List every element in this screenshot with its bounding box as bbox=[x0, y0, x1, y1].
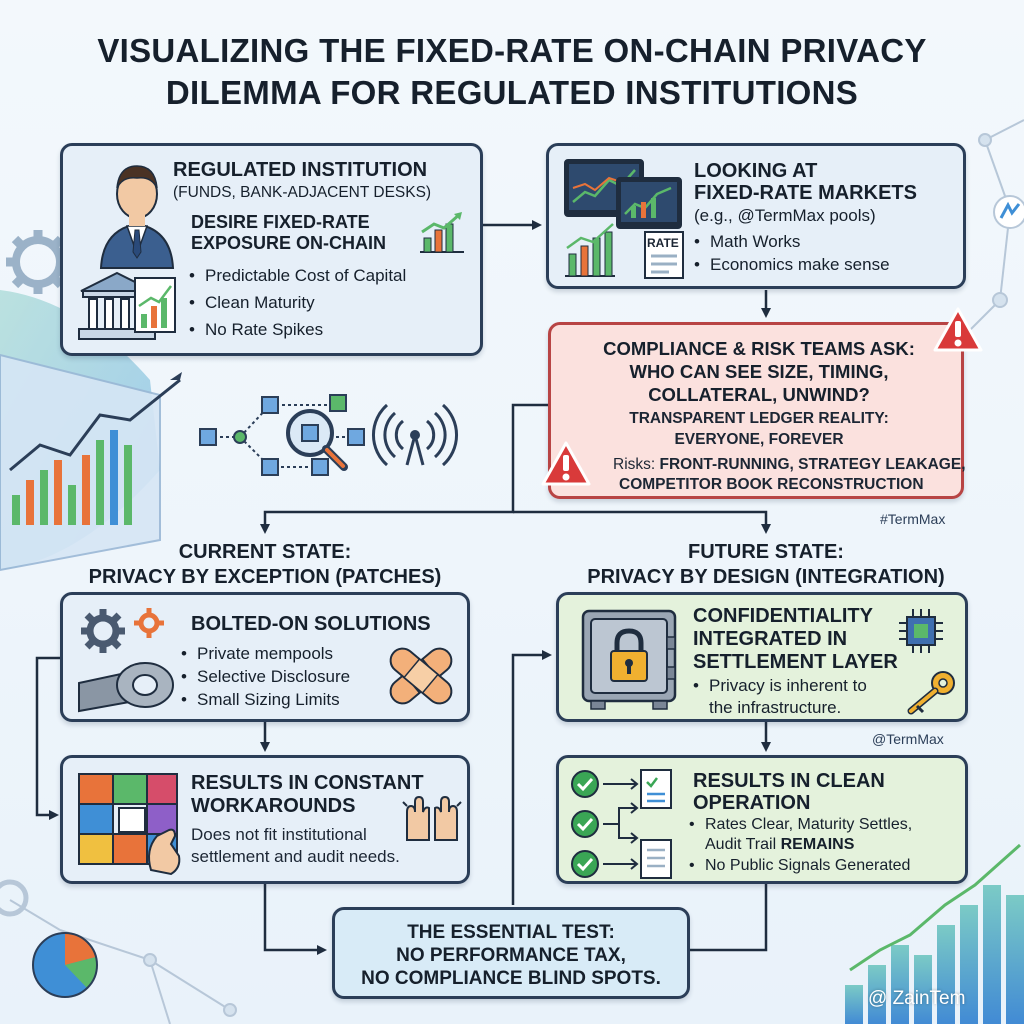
bolted-on-box: BOLTED-ON SOLUTIONS •Private mempools •S… bbox=[60, 592, 470, 722]
bandage-icon bbox=[389, 647, 453, 705]
institution-heading: REGULATED INSTITUTION bbox=[173, 159, 428, 181]
magnifier-icon bbox=[286, 409, 348, 471]
institution-box: REGULATED INSTITUTION (FUNDS, BANK-ADJAC… bbox=[60, 143, 483, 356]
desire-heading-line-1: DESIRE FIXED-RATE bbox=[191, 212, 370, 232]
risks-line-1: Risks: FRONT-RUNNING, STRATEGY LEAKAGE, bbox=[613, 456, 966, 473]
confidentiality-box: CONFIDENTIALITY INTEGRATED IN SETTLEMENT… bbox=[556, 592, 968, 722]
arrow-loop-workarounds bbox=[35, 656, 60, 820]
compliance-question-line-3: COLLATERAL, UNWIND? bbox=[648, 384, 870, 405]
title-line-2: DILEMMA FOR REGULATED INSTITUTIONS bbox=[165, 74, 859, 111]
institution-subheading: (FUNDS, BANK-ADJACENT DESKS) bbox=[173, 184, 432, 201]
clean-heading-line-1: RESULTS IN CLEAN bbox=[693, 770, 885, 792]
markets-box: RATE LOOKING AT FIXED-RATE MARKETS (e.g.… bbox=[546, 143, 966, 289]
duct-tape-icon bbox=[78, 662, 174, 713]
workarounds-box: RESULTS IN CONSTANT WORKAROUNDS Does not… bbox=[60, 755, 470, 884]
institution-bullet-1: •Predictable Cost of Capital bbox=[189, 266, 407, 285]
report-chart-icon bbox=[134, 277, 176, 333]
title-line-1: VISUALIZING THE FIXED-RATE ON-CHAIN PRIV… bbox=[97, 32, 927, 69]
hands-icon bbox=[402, 795, 462, 841]
confidentiality-heading-line-3: SETTLEMENT LAYER bbox=[693, 651, 898, 673]
arrow-to-future-state bbox=[513, 510, 771, 534]
clean-bullet-1-line-2: Audit Trail REMAINS bbox=[705, 836, 855, 853]
compliance-box: COMPLIANCE & RISK TEAMS ASK: WHO CAN SEE… bbox=[548, 322, 966, 499]
rate-sheet-label: RATE bbox=[647, 236, 679, 250]
markets-subheading: (e.g., @TermMax pools) bbox=[694, 206, 876, 225]
hashtag-termmax: #TermMax bbox=[880, 511, 946, 527]
clean-bullet-1-line-1: •Rates Clear, Maturity Settles, bbox=[689, 816, 913, 833]
arrow-workarounds-to-test bbox=[263, 884, 327, 955]
current-state-title: CURRENT STATE: PRIVACY BY EXCEPTION (PAT… bbox=[88, 541, 442, 588]
token-logo bbox=[993, 195, 1024, 229]
markets-bullet-1: •Math Works bbox=[694, 232, 801, 251]
bottom-right-bar-chart bbox=[845, 843, 1024, 1024]
chip-icon bbox=[899, 609, 943, 653]
ledger-reality-line-2: EVERYONE, FOREVER bbox=[674, 431, 844, 448]
trading-monitors-icon bbox=[564, 159, 684, 279]
compliance-question-line-2: WHO CAN SEE SIZE, TIMING, bbox=[629, 361, 889, 382]
future-state-title: FUTURE STATE: PRIVACY BY DESIGN (INTEGRA… bbox=[587, 541, 945, 588]
workarounds-text-line-1: Does not fit institutional bbox=[191, 825, 367, 844]
clean-heading-line-2: OPERATION bbox=[693, 792, 811, 814]
risks-line-2: COMPETITOR BOOK RECONSTRUCTION bbox=[619, 476, 924, 493]
confidentiality-bullet-line-1: •Privacy is inherent to bbox=[693, 676, 867, 695]
workarounds-heading-line-1: RESULTS IN CONSTANT bbox=[191, 772, 424, 794]
puzzle-icon bbox=[78, 773, 181, 876]
workarounds-text-line-2: settlement and audit needs. bbox=[191, 847, 400, 866]
handle-termmax: @TermMax bbox=[872, 731, 944, 747]
warning-icon-top bbox=[933, 307, 983, 352]
arrow-clean-to-test bbox=[668, 884, 768, 955]
confidentiality-bullet-line-2: the infrastructure. bbox=[709, 698, 842, 717]
bolted-bullet-2: •Selective Disclosure bbox=[181, 667, 351, 686]
institution-bullet-2: •Clean Maturity bbox=[189, 293, 315, 312]
desire-heading-line-2: EXPOSURE ON-CHAIN bbox=[191, 233, 387, 253]
confidentiality-heading-line-2: INTEGRATED IN bbox=[693, 628, 848, 650]
institution-bullet-3: •No Rate Spikes bbox=[189, 320, 324, 339]
compliance-question-line-1: COMPLIANCE & RISK TEAMS ASK: bbox=[603, 338, 915, 359]
pie-chart-icon bbox=[32, 932, 98, 998]
essential-test-line-1: THE ESSENTIAL TEST: bbox=[407, 922, 615, 943]
businessman-icon bbox=[99, 165, 175, 269]
ledger-reality-line-1: TRANSPARENT LEDGER REALITY: bbox=[629, 410, 889, 427]
gears-icon bbox=[81, 608, 164, 653]
confidentiality-heading-line-1: CONFIDENTIALITY bbox=[693, 605, 873, 627]
markets-heading-line-1: LOOKING AT bbox=[694, 160, 818, 182]
broadcast-signal-icon bbox=[372, 403, 458, 467]
key-icon bbox=[907, 671, 955, 715]
essential-test-line-2: NO PERFORMANCE TAX, bbox=[396, 945, 626, 966]
warning-icon-bottom bbox=[541, 441, 591, 486]
arrow-test-to-confidentiality bbox=[511, 650, 552, 905]
left-bar-chart bbox=[9, 372, 182, 525]
blockchain-network-icon bbox=[199, 394, 458, 476]
watermark: @ ZainTem bbox=[868, 988, 966, 1009]
growth-chart-icon bbox=[420, 212, 464, 253]
essential-test-line-3: NO COMPLIANCE BLIND SPOTS. bbox=[361, 968, 661, 989]
page-title: VISUALIZING THE FIXED-RATE ON-CHAIN PRIV… bbox=[0, 30, 1024, 114]
workarounds-heading-line-2: WORKAROUNDS bbox=[191, 795, 356, 817]
bolted-bullet-1: •Private mempools bbox=[181, 644, 334, 663]
bolted-heading: BOLTED-ON SOLUTIONS bbox=[191, 613, 431, 635]
essential-test-box: THE ESSENTIAL TEST: NO PERFORMANCE TAX, … bbox=[332, 907, 690, 999]
clean-bullet-2: •No Public Signals Generated bbox=[689, 857, 911, 874]
check-icon bbox=[571, 770, 599, 878]
markets-bullet-2: •Economics make sense bbox=[694, 255, 890, 274]
markets-heading-line-2: FIXED-RATE MARKETS bbox=[694, 182, 917, 204]
checklist-flow-icon bbox=[571, 769, 672, 879]
bolted-bullet-3: •Small Sizing Limits bbox=[181, 690, 340, 709]
clean-operation-box: RESULTS IN CLEAN OPERATION •Rates Clear,… bbox=[556, 755, 968, 884]
vault-lock-icon bbox=[581, 609, 677, 710]
